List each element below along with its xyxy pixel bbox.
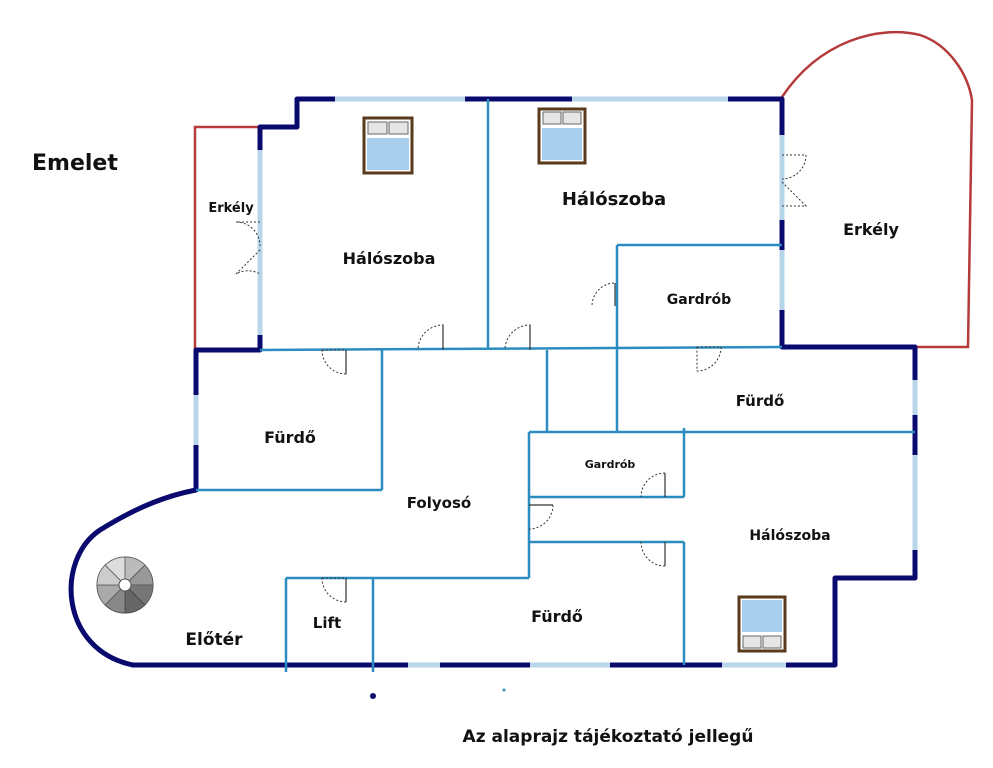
room-label-furdo-1: Fürdő (264, 428, 316, 447)
exterior-wall (68, 96, 918, 668)
room-label-haloszoba-2: Hálószoba (562, 189, 666, 210)
bed-icon (537, 107, 587, 165)
room-label-eloter: Előtér (185, 630, 243, 650)
room-label-gardrob-1: Gardrób (667, 292, 731, 308)
balcony-right-outline (780, 30, 974, 349)
disclaimer-text: Az alaprajz tájékoztató jellegű (463, 727, 754, 747)
marker-dot (502, 688, 506, 692)
balcony-left-outline (193, 125, 258, 350)
room-label-furdo-2: Fürdő (736, 392, 785, 410)
room-label-haloszoba-3: Hálószoba (749, 528, 830, 544)
bed-icon (362, 116, 414, 175)
room-label-lift: Lift (313, 614, 341, 632)
marker-dot (370, 693, 376, 699)
room-label-furdo-3: Fürdő (531, 607, 583, 626)
room-label-erkely-right: Erkély (843, 220, 899, 239)
room-label-gardrob-2: Gardrób (585, 458, 636, 471)
room-label-erkely-left: Erkély (208, 201, 254, 216)
room-label-folyoso: Folyosó (407, 494, 471, 512)
floor-label: Emelet (32, 151, 118, 176)
bed-icon (737, 595, 787, 653)
interior-walls (196, 99, 915, 672)
spiral-staircase-icon (96, 556, 154, 614)
door-symbols (235, 154, 808, 603)
room-label-haloszoba-1: Hálószoba (343, 249, 436, 268)
